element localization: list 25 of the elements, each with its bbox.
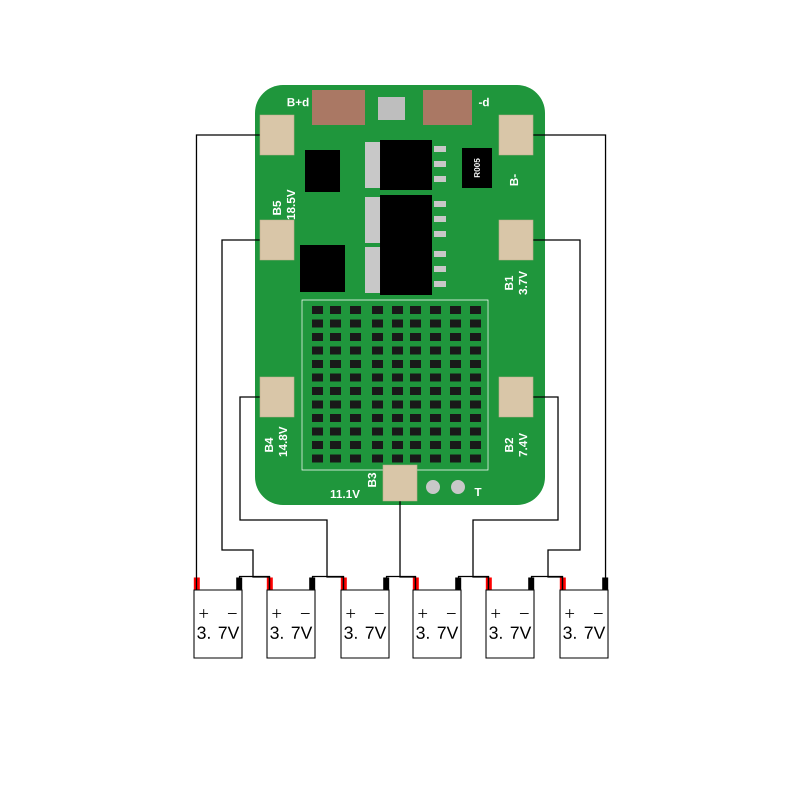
silkscreen-label: 11.1V: [330, 490, 360, 498]
wire: [312, 576, 344, 590]
silkscreen-label: -d: [478, 98, 489, 106]
solder-pad: [498, 220, 534, 260]
wire: [196, 134, 260, 590]
silkscreen-label: B5 18.5V: [272, 189, 296, 220]
silkscreen-label: R005: [474, 158, 480, 178]
solder-pad: [498, 376, 534, 418]
silkscreen-label: B4 14.8V: [264, 426, 288, 456]
solder-pad: [260, 114, 294, 156]
silkscreen-label: B2 7.4V: [504, 432, 528, 456]
wire: [458, 576, 490, 590]
silkscreen-label: B+d: [288, 98, 308, 106]
silkscreen-label: T: [474, 488, 482, 496]
solder-pad: [382, 464, 418, 502]
wire: [530, 576, 564, 590]
solder-pad: [498, 114, 534, 156]
wire: [238, 576, 270, 590]
wire: [386, 576, 416, 590]
solder-pad: [260, 376, 294, 418]
silkscreen-label: B3: [368, 472, 376, 487]
solder-pad: [260, 220, 294, 260]
silkscreen-label: B-: [510, 174, 518, 186]
wire: [533, 134, 606, 590]
silkscreen-label: B1 3.7V: [504, 270, 528, 295]
